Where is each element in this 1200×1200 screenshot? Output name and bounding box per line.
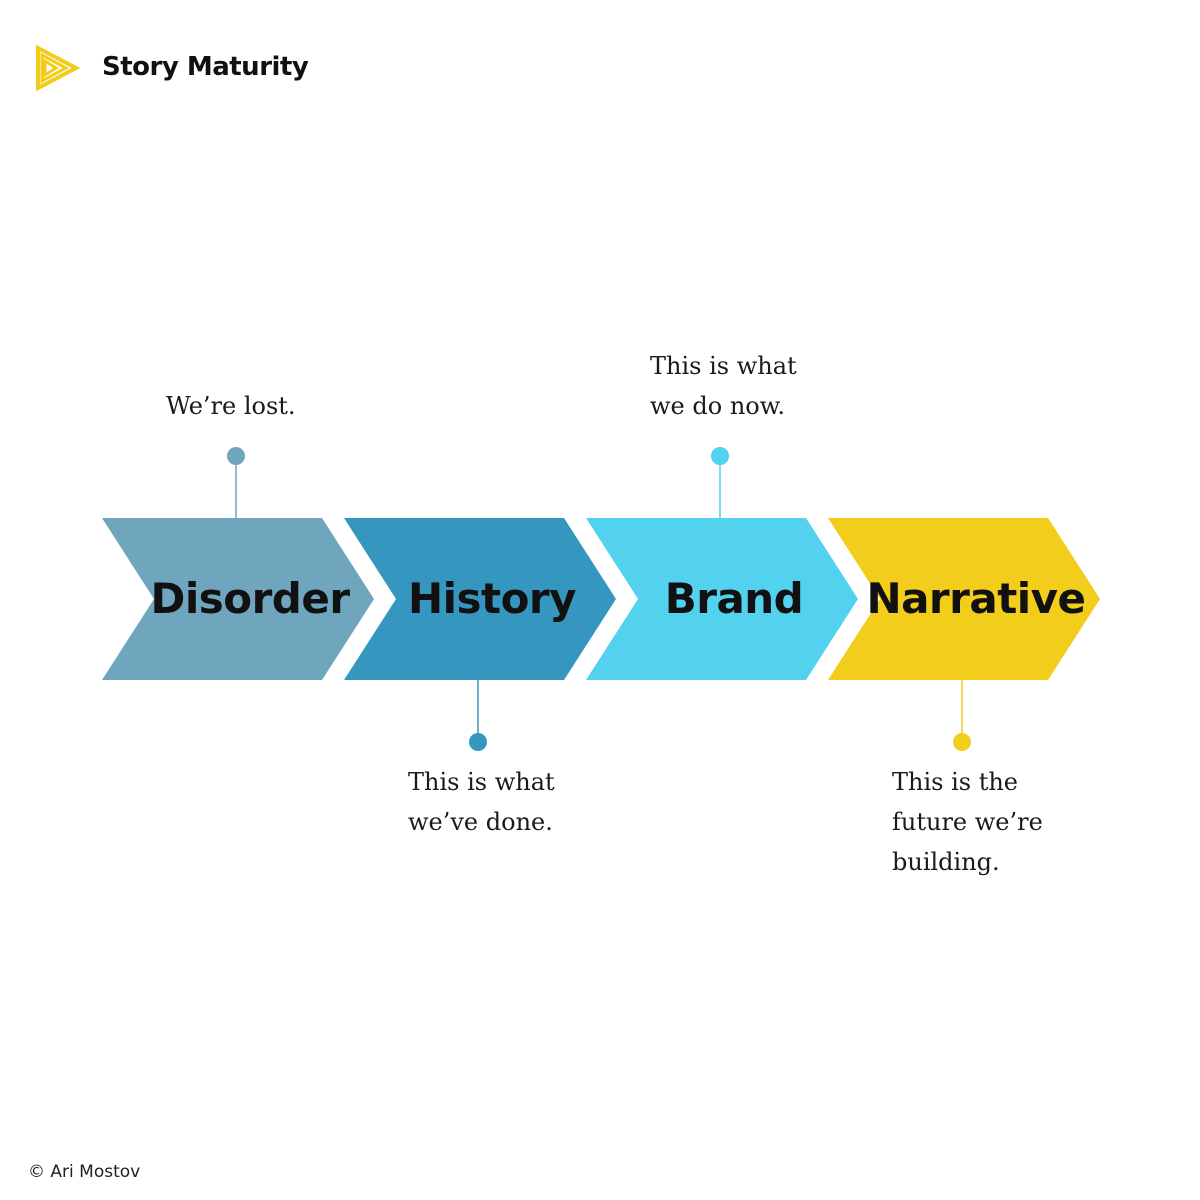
callout-line: future we’re bbox=[892, 808, 1043, 836]
connector-dot bbox=[227, 447, 245, 465]
chevron-brand bbox=[586, 518, 858, 680]
callout-line: This is the bbox=[892, 768, 1019, 796]
play-triangle-logo-icon bbox=[36, 44, 81, 92]
chevron-history bbox=[344, 518, 616, 680]
callout-line: This is what bbox=[408, 768, 555, 796]
callout-line: We’re lost. bbox=[166, 392, 296, 420]
page-title: Story Maturity bbox=[102, 52, 309, 82]
callout-brand: This is what we do now. bbox=[650, 346, 797, 426]
connector-dot bbox=[469, 733, 487, 751]
connector-dot bbox=[711, 447, 729, 465]
step-label: Narrative bbox=[866, 574, 1085, 623]
step-label: Disorder bbox=[150, 574, 350, 623]
callout-history: This is what we’ve done. bbox=[408, 762, 555, 842]
callout-narrative: This is the future we’re building. bbox=[892, 762, 1043, 882]
step-label: History bbox=[408, 574, 576, 623]
callout-line: we’ve done. bbox=[408, 808, 553, 836]
callout-disorder: We’re lost. bbox=[166, 386, 296, 426]
callout-line: we do now. bbox=[650, 392, 786, 420]
callout-line: This is what bbox=[650, 352, 797, 380]
step-label: Brand bbox=[665, 574, 804, 623]
copyright-credit: © Ari Mostov bbox=[28, 1162, 141, 1182]
chevron-narrative bbox=[828, 518, 1100, 680]
chevron-disorder bbox=[102, 518, 374, 680]
connector-group bbox=[227, 447, 971, 751]
connector-dot bbox=[953, 733, 971, 751]
chevron-row: Disorder History Brand Narrative bbox=[102, 518, 1100, 680]
callout-line: building. bbox=[892, 848, 1000, 876]
